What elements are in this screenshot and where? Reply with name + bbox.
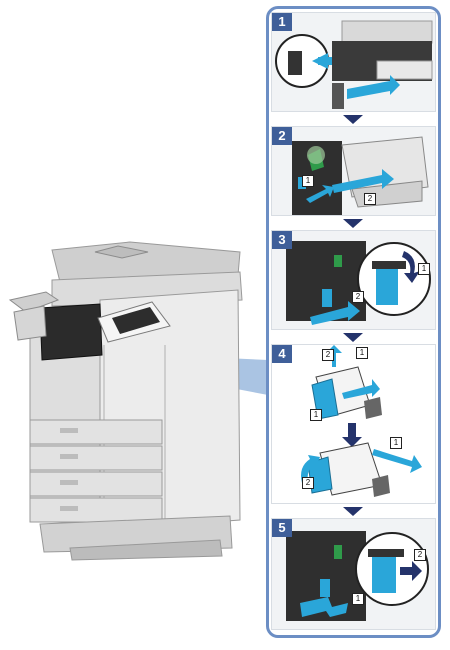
step-5-callout-2: 2 xyxy=(414,549,426,561)
step-4-number: 4 xyxy=(272,345,292,363)
paper-tray-2 xyxy=(29,445,163,471)
down-triangle-arrow-icon xyxy=(343,115,363,124)
step-5-panel: 5 2 1 xyxy=(271,518,436,630)
blue-arrow-icon xyxy=(300,597,348,617)
step-5-illustration xyxy=(286,531,429,621)
step-4-callout-c: 1 xyxy=(310,409,322,421)
blue-arrow-icon xyxy=(306,185,334,203)
copier-illustration xyxy=(8,241,268,561)
step-4-callout-d: 1 xyxy=(390,437,402,449)
blue-arrow-icon xyxy=(332,169,394,193)
down-triangle-arrow-icon xyxy=(343,507,363,516)
step-3-callout-2: 2 xyxy=(352,291,364,303)
step-4-panel: 4 2 1 1 1 2 xyxy=(271,344,436,504)
down-triangle-arrow-icon xyxy=(343,219,363,228)
step-1-panel: 1 xyxy=(271,12,436,112)
step-2-callout-2: 2 xyxy=(364,193,376,205)
step-4-callout-e: 2 xyxy=(302,477,314,489)
push-arrow-icon xyxy=(400,561,422,581)
blue-arrow-icon xyxy=(372,449,422,473)
paper-tray-3 xyxy=(29,471,163,497)
step-5-number: 5 xyxy=(272,519,292,537)
paper-tray-1 xyxy=(29,419,163,445)
step-3-illustration xyxy=(286,241,431,325)
paper-tray-4 xyxy=(29,497,163,523)
step-1-illustration xyxy=(275,20,433,109)
blue-arrow-icon xyxy=(347,75,400,99)
step-3-callout-1: 1 xyxy=(418,263,430,275)
step-3-panel: 3 1 2 xyxy=(271,230,436,330)
step-4-illustration xyxy=(301,345,422,497)
step-3-number: 3 xyxy=(272,231,292,249)
step-2-panel: 2 1 2 xyxy=(271,126,436,216)
step-2-illustration xyxy=(292,136,429,215)
down-triangle-arrow-icon xyxy=(343,333,363,342)
step-4-callout-a: 2 xyxy=(322,349,334,361)
step-1-number: 1 xyxy=(272,13,292,31)
blue-arrow-icon xyxy=(301,455,320,483)
step-4-callout-b: 1 xyxy=(356,347,368,359)
down-arrow-icon xyxy=(342,423,362,447)
step-5-callout-1: 1 xyxy=(352,593,364,605)
finisher-unit xyxy=(39,303,103,361)
step-2-number: 2 xyxy=(272,127,292,145)
blue-arrow-icon xyxy=(342,379,380,399)
blue-arrow-icon xyxy=(310,301,360,325)
step-2-callout-1: 1 xyxy=(302,175,314,187)
